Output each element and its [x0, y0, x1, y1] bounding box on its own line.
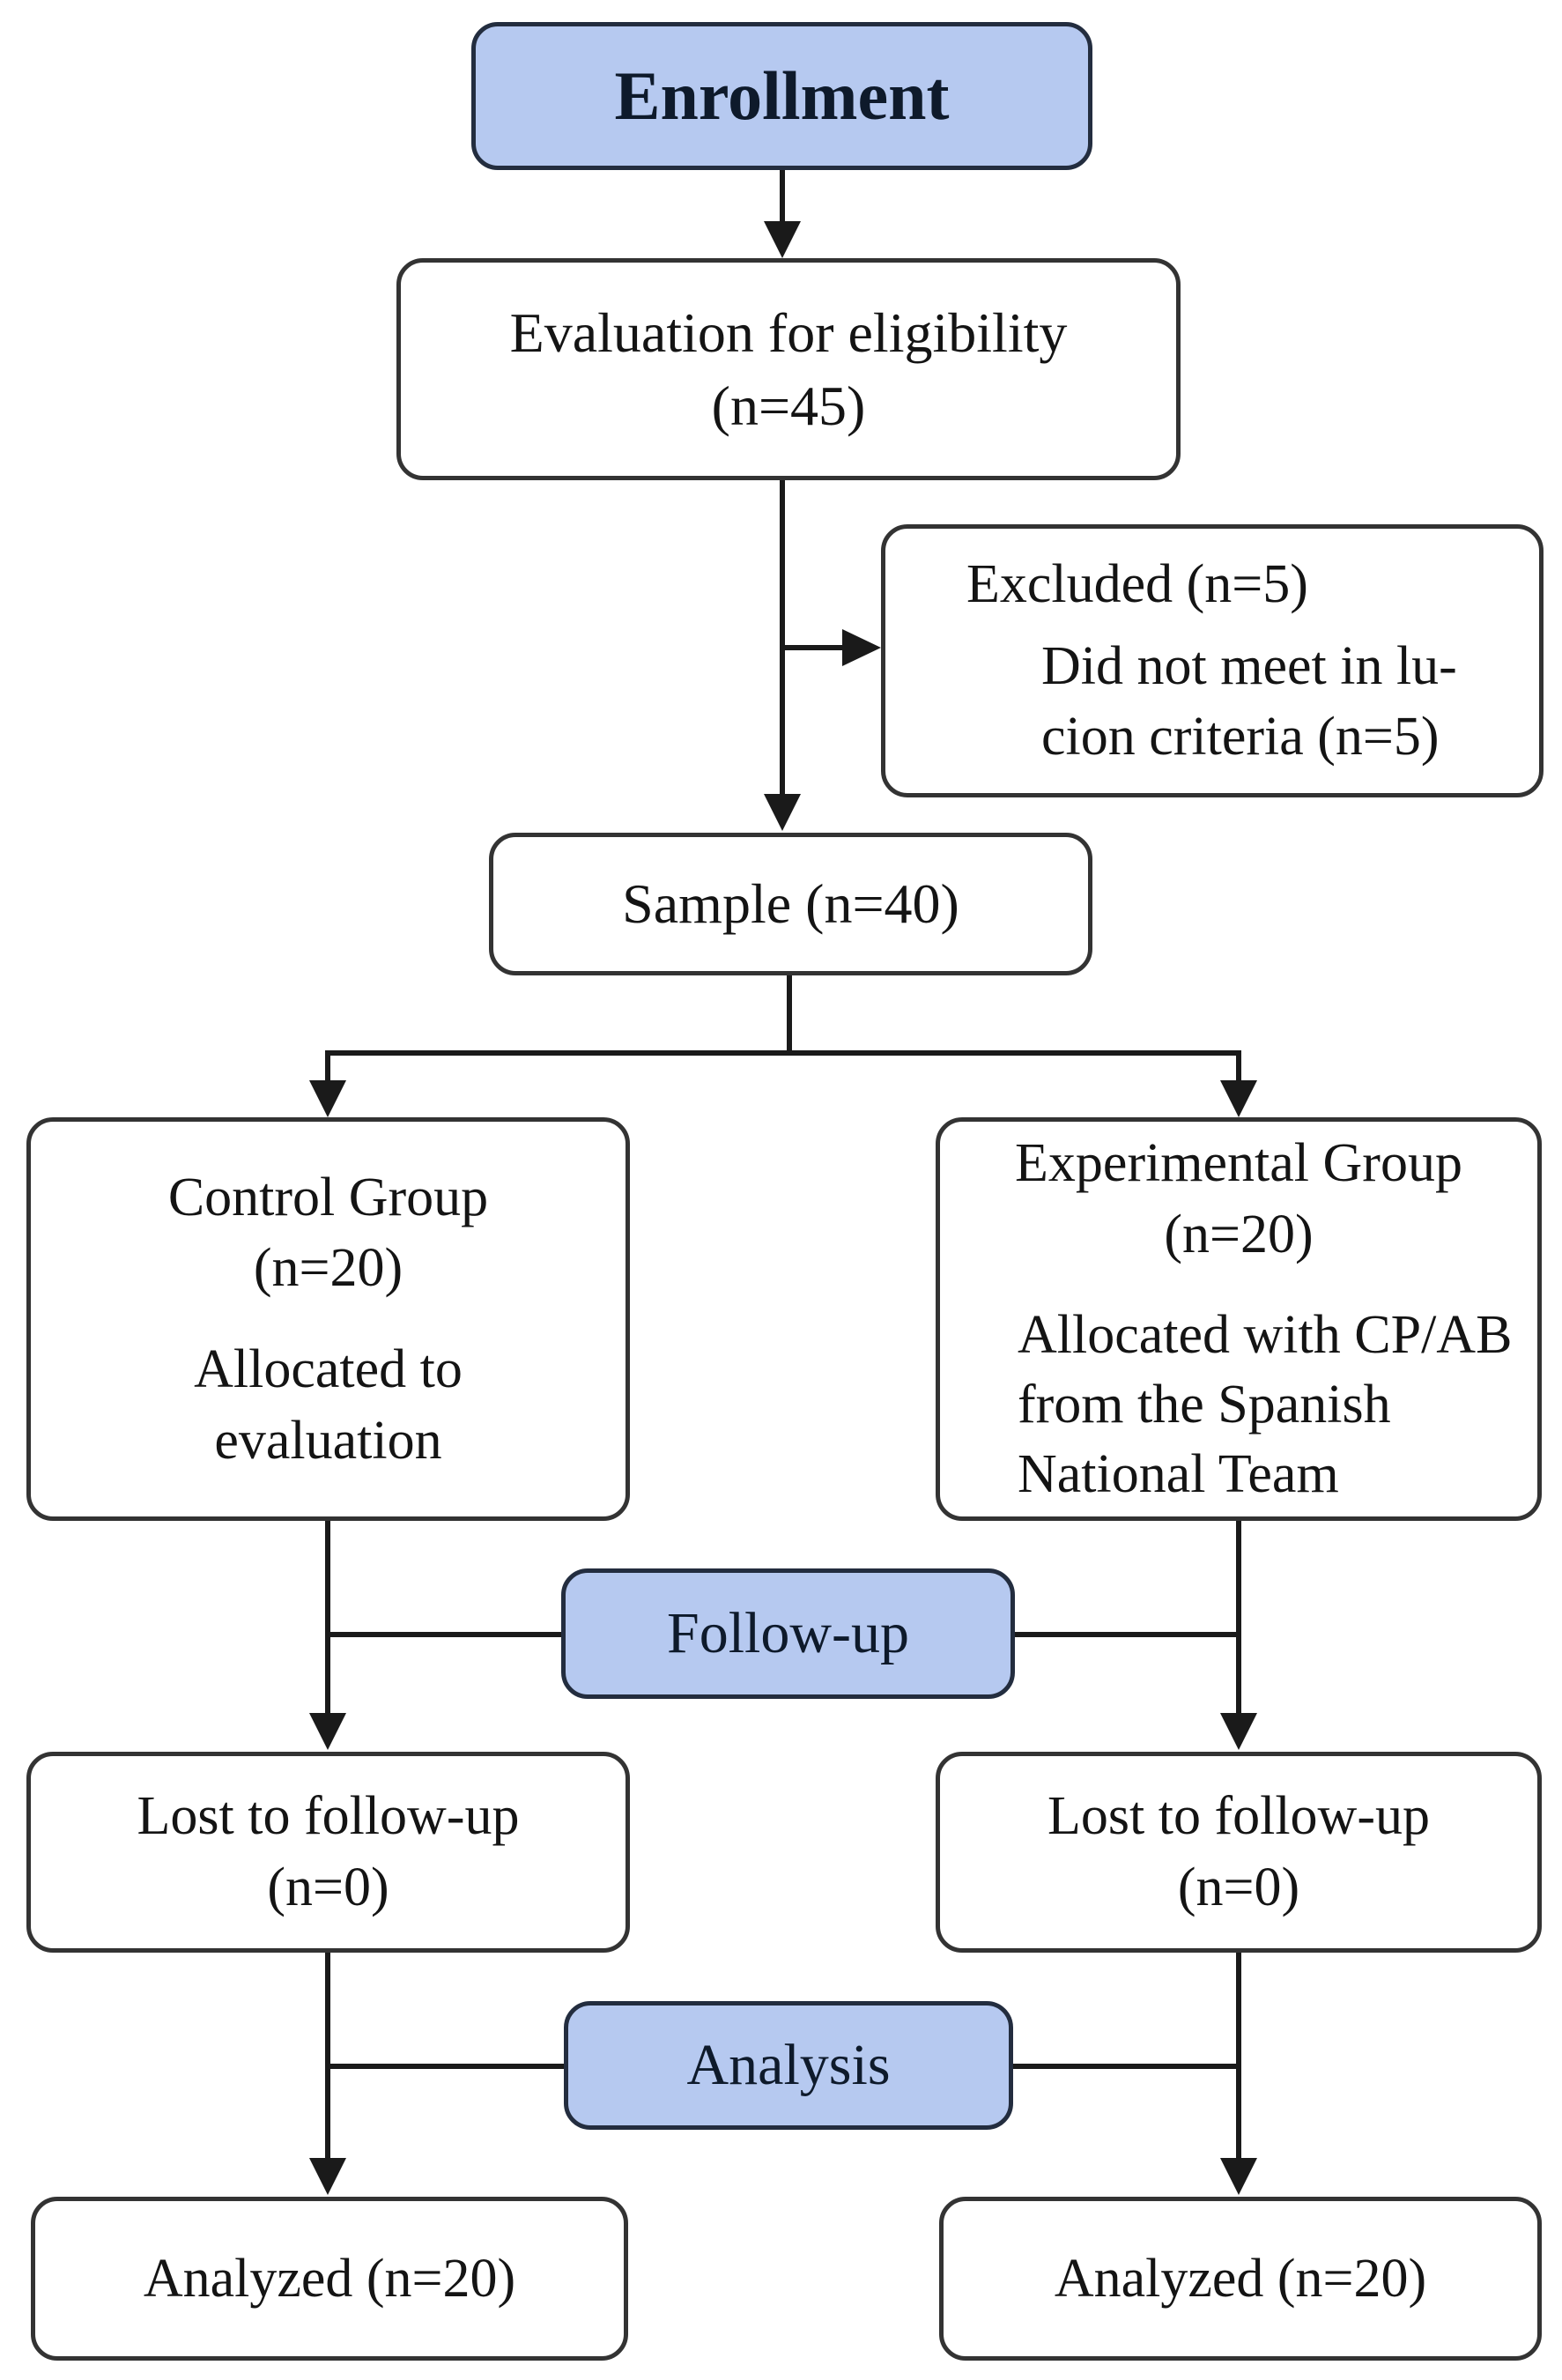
arrowhead-into-lost-right-icon: [1220, 1713, 1257, 1750]
evaluation-line1: Evaluation for eligibility: [509, 300, 1068, 364]
enrollment-label: Enrollment: [614, 57, 950, 135]
experimental-group-description: Allocated with CP/AB from the Spanish Na…: [1018, 1301, 1512, 1510]
control-group-desc2: evaluation: [214, 1410, 442, 1471]
experimental-group-desc2: from the Spanish: [1018, 1374, 1391, 1435]
arrowhead-into-analyzed-right-icon: [1220, 2158, 1257, 2195]
lost-left-line1: Lost to follow-up: [137, 1786, 520, 1847]
lost-right-count: (n=0): [1177, 1857, 1300, 1917]
enrollment-box: Enrollment: [471, 22, 1092, 170]
arrowhead-into-analyzed-left-icon: [309, 2158, 346, 2195]
evaluation-box: Evaluation for eligibility (n=45): [396, 258, 1181, 480]
experimental-group-box: Experimental Group (n=20) Allocated with…: [936, 1117, 1542, 1521]
excluded-reason: Did not meet in lu- cion criteria (n=5): [1041, 631, 1457, 773]
connector-evaluation-sample: [780, 478, 785, 796]
experimental-group-desc3: National Team: [1018, 1444, 1339, 1505]
analysis-box: Analysis: [564, 2001, 1013, 2130]
connector-branch-excluded: [782, 645, 848, 650]
arrowhead-into-lost-left-icon: [309, 1713, 346, 1750]
connector-sample-split: [787, 974, 792, 1055]
analyzed-left-label: Analyzed (n=20): [143, 2248, 516, 2309]
connector-split-experimental: [1236, 1053, 1241, 1083]
experimental-group-desc1: Allocated with CP/AB: [1018, 1304, 1513, 1365]
lost-to-follow-up-left-box: Lost to follow-up (n=0): [26, 1752, 630, 1953]
arrowhead-into-control-icon: [309, 1080, 346, 1117]
control-group-title: Control Group: [167, 1167, 489, 1227]
excluded-line1: Excluded (n=5): [966, 554, 1308, 615]
connector-enrollment-evaluation: [780, 168, 785, 225]
control-group-description: Allocated to evaluation: [194, 1334, 463, 1476]
evaluation-count: (n=45): [711, 374, 866, 437]
analyzed-left-box: Analyzed (n=20): [31, 2197, 628, 2361]
arrowhead-into-experimental-icon: [1220, 1080, 1257, 1117]
experimental-group-count: (n=20): [1164, 1204, 1314, 1264]
lost-left-count: (n=0): [267, 1857, 389, 1917]
excluded-line3: cion criteria (n=5): [1041, 707, 1440, 767]
sample-box: Sample (n=40): [489, 833, 1092, 975]
arrowhead-into-evaluation-icon: [764, 221, 801, 258]
connector-split-control: [325, 1053, 330, 1083]
connector-experimental-lost: [1236, 1519, 1241, 1716]
connector-control-lost: [325, 1519, 330, 1716]
control-group-count: (n=20): [253, 1238, 403, 1299]
excluded-line2: Did not meet in lu-: [1041, 635, 1457, 696]
analyzed-right-box: Analyzed (n=20): [939, 2197, 1542, 2361]
connector-lost-analyzed-left: [325, 1951, 330, 2159]
connector-lost-analyzed-right: [1236, 1951, 1241, 2159]
excluded-box: Excluded (n=5) Did not meet in lu- cion …: [881, 524, 1543, 797]
follow-up-box: Follow-up: [561, 1568, 1015, 1699]
arrowhead-into-excluded-icon: [842, 629, 881, 666]
control-group-desc1: Allocated to: [194, 1339, 463, 1399]
sample-label: Sample (n=40): [622, 872, 959, 936]
lost-to-follow-up-right-box: Lost to follow-up (n=0): [936, 1752, 1542, 1953]
analysis-label: Analysis: [686, 2033, 891, 2098]
follow-up-label: Follow-up: [666, 1601, 910, 1666]
analyzed-right-label: Analyzed (n=20): [1054, 2248, 1427, 2309]
control-group-box: Control Group (n=20) Allocated to evalua…: [26, 1117, 630, 1521]
experimental-group-title: Experimental Group: [1015, 1133, 1462, 1194]
split-horizontal-line: [325, 1050, 1241, 1056]
lost-right-line1: Lost to follow-up: [1048, 1786, 1430, 1847]
arrowhead-into-sample-icon: [764, 794, 801, 831]
